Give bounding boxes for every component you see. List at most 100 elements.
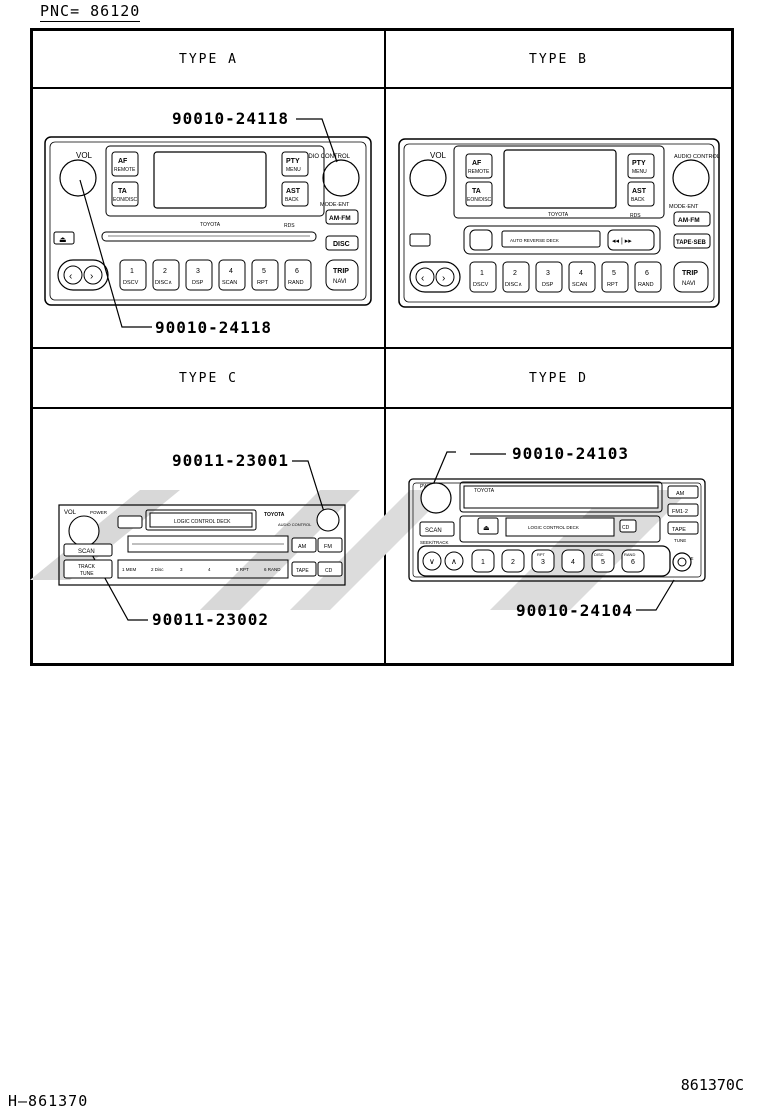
type-c-cd: CD: [325, 568, 333, 574]
figure-code: 861370C: [680, 1076, 744, 1094]
type-a-k3s: DSP: [192, 280, 204, 286]
svg-text:›: ›: [442, 273, 445, 284]
type-a-k5: 5: [262, 268, 266, 275]
type-a-ta: TA: [118, 188, 127, 195]
type-a-rds: RDS: [284, 223, 295, 229]
type-d-p3: 3: [541, 559, 545, 566]
type-b-eject-button: [409, 233, 431, 247]
type-b-ta: TA: [472, 188, 481, 195]
type-b-pty: PTY: [632, 160, 646, 167]
type-b-ast: AST: [632, 188, 647, 195]
type-b-k1: 1: [480, 270, 484, 277]
type-b-k6s: RAND: [638, 282, 654, 288]
type-a-k6: 6: [295, 268, 299, 275]
type-a-k6s: RAND: [288, 280, 304, 286]
type-d-rpt: RPT: [537, 552, 546, 557]
type-a-eject-button: [53, 231, 75, 245]
type-b-audio-knob: [672, 159, 710, 197]
type-d-p6: 6: [631, 559, 635, 566]
type-a-header: TYPE A: [32, 30, 385, 88]
type-c-audio-knob: [316, 508, 340, 532]
type-a-k4: 4: [229, 268, 233, 275]
type-c-fm: FM: [324, 544, 332, 550]
svg-text:⏏: ⏏: [483, 525, 490, 532]
type-a-radio: VOL AUDIO CONTROL AF REMOTE TA EON/DISC …: [44, 136, 372, 306]
type-a-vol-label: VOL: [76, 151, 93, 160]
type-a-mode-ent: MODE·ENT: [320, 202, 350, 208]
page-code: H—861370: [8, 1092, 89, 1110]
type-c-vol-knob: [68, 515, 100, 547]
type-d-brand: TOYOTA: [474, 488, 495, 494]
type-b-k4s: SCAN: [572, 282, 587, 288]
type-d-am: AM: [676, 491, 685, 497]
type-c-brand: TOYOTA: [264, 512, 285, 518]
type-b-rds: RDS: [630, 213, 641, 219]
type-a-trip: TRIP: [333, 268, 349, 275]
type-d-logic: LOGIC CONTROL DECK: [528, 525, 579, 530]
type-d-p2: 2: [511, 559, 515, 566]
type-b-back: BACK: [631, 197, 645, 203]
type-d-p1: 1: [481, 559, 485, 566]
type-c-power: POWER: [90, 510, 108, 515]
type-a-k1: 1: [130, 268, 134, 275]
pnc-label: PNC= 86120: [40, 2, 141, 22]
type-a-ast: AST: [286, 188, 301, 195]
type-d-p4: 4: [571, 559, 575, 566]
type-c-p1: 1 MEM: [122, 567, 137, 572]
type-b-af: AF: [472, 160, 482, 167]
type-c-audio: AUDIO CONTROL: [278, 522, 312, 527]
type-b-navi: NAVI: [682, 281, 696, 287]
type-c-logic: LOGIC CONTROL DECK: [174, 519, 231, 525]
type-c-tape: TAPE: [296, 568, 309, 574]
type-d-title: TYPE D: [529, 370, 588, 386]
chevron-right-icon: ›: [90, 271, 93, 282]
type-a-k2s: DISC∧: [155, 280, 172, 286]
type-b-header: TYPE B: [385, 30, 732, 88]
type-b-amfm: AM·FM: [678, 217, 700, 224]
type-c-radio: VOL POWER LOGIC CONTROL DECK TOYOTA AUDI…: [58, 504, 346, 586]
type-d-p5: 5: [601, 559, 605, 566]
type-a-audio-knob: [322, 159, 360, 197]
type-a-cell: [32, 88, 385, 348]
type-b-k3: 3: [546, 270, 550, 277]
type-b-mode-ent: MODE·ENT: [669, 204, 699, 210]
type-b-tape: TAPE·SEB: [676, 240, 707, 246]
type-b-vol-label: VOL: [430, 151, 447, 160]
type-c-p5: 5 RPT: [236, 567, 249, 572]
type-d-tune: TUNE: [674, 538, 686, 543]
type-a-title: TYPE A: [179, 51, 238, 67]
type-d-cd: CD: [622, 525, 630, 531]
type-c-p4: 4: [208, 567, 211, 572]
type-b-k2s: DISC∧: [505, 282, 522, 288]
type-d-rand: RAND: [624, 552, 635, 557]
type-a-amfm: AM·FM: [329, 215, 351, 222]
type-c-p6: 6 RAND: [264, 567, 281, 572]
type-b-reverse: AUTO REVERSE DECK: [510, 238, 559, 243]
type-d-fm: FM1·2: [672, 509, 688, 515]
type-d-part-top: 90010-24103: [512, 444, 629, 463]
type-c-scan: SCAN: [78, 549, 95, 555]
type-a-k3: 3: [196, 268, 200, 275]
type-d-radio: PWR TOYOTA AM FM1·2 TAPE SCAN SEEK/TRACK…: [408, 478, 706, 582]
eject-icon: ⏏: [59, 235, 67, 244]
type-d-disc: DISC: [594, 552, 604, 557]
type-a-audio-label: AUDIO CONTROL: [300, 154, 351, 160]
type-d-scan: SCAN: [425, 528, 442, 534]
type-d-vol-knob: [420, 482, 452, 514]
type-a-back: BACK: [285, 197, 299, 203]
type-a-k2: 2: [163, 268, 167, 275]
type-b-remote: REMOTE: [468, 169, 490, 175]
type-d-seek: SEEK/TRACK: [420, 540, 449, 545]
type-b-cell: [385, 88, 732, 348]
type-d-part-bottom: 90010-24104: [516, 601, 633, 620]
type-b-eon: EON/DISC: [467, 197, 492, 203]
type-a-k1s: DSCV: [123, 280, 139, 286]
type-c-part-bottom: 90011-23002: [152, 610, 269, 629]
type-b-k1s: DSCV: [473, 282, 489, 288]
type-c-p2: 2 Disc: [151, 567, 164, 572]
type-b-vol-knob: [409, 159, 447, 197]
type-c-am: AM: [298, 544, 307, 550]
type-b-k3s: DSP: [542, 282, 554, 288]
type-b-k5s: RPT: [607, 282, 619, 288]
svg-text:‹: ‹: [421, 273, 424, 284]
